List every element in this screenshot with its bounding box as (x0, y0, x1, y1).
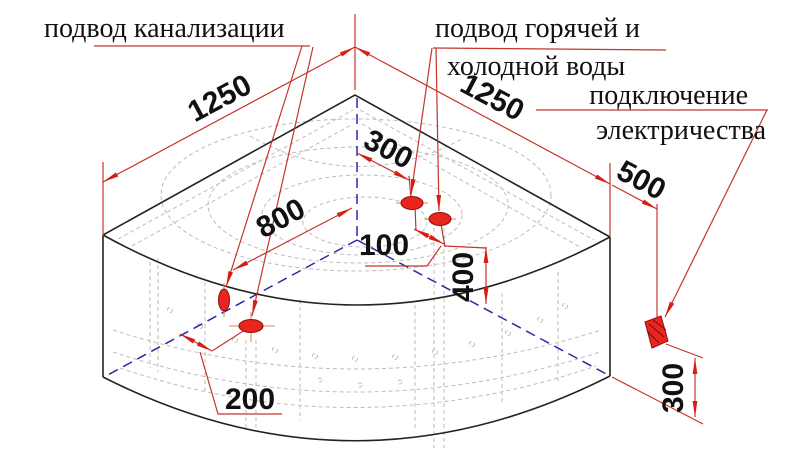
dim-300-water-line (356, 152, 410, 181)
dim-200-leader (199, 351, 282, 415)
water-leader-2 (435, 47, 442, 212)
electric-outlet (644, 315, 669, 349)
dim-500: 500 (611, 154, 671, 207)
dim-100-leader (365, 245, 442, 267)
cold-water-fitting (428, 212, 452, 226)
wall-floor-axes (103, 98, 611, 378)
electric-label-line1: подключение (589, 80, 748, 111)
sewer-fitting-floor (238, 319, 264, 333)
dim-1250-left-line (102, 46, 356, 183)
connection-fittings (218, 196, 669, 349)
leader-lines (94, 45, 768, 415)
dim-100-line (413, 228, 445, 245)
hidden-detail-lines (112, 109, 602, 448)
water-leader-1 (410, 47, 433, 196)
dim-400: 400 (447, 252, 480, 302)
electric-leader (664, 109, 768, 318)
sewer-leader-2 (251, 46, 314, 317)
dim-200: 200 (225, 383, 275, 416)
water-label-underline (432, 47, 667, 51)
electric-label-line2: электричества (596, 115, 766, 146)
dim-1250-right-line (354, 46, 611, 185)
sewer-label: подвод канализации (44, 13, 285, 44)
jet-holes (167, 303, 568, 388)
water-label-line2: холодной воды (447, 51, 625, 82)
dim-800: 800 (251, 192, 311, 245)
dimension-lines (102, 46, 698, 417)
sewer-fitting-vertical (218, 288, 230, 312)
dim-300-outlet: 300 (657, 363, 690, 413)
dim-800-line (232, 207, 353, 271)
hot-water-fitting (400, 196, 424, 210)
dim-100: 100 (359, 229, 409, 262)
extension-lines (102, 14, 704, 425)
water-label-line1: подвод горячей и (435, 13, 640, 44)
sewer-leader-1 (225, 45, 303, 288)
dim-300-water: 300 (358, 123, 418, 176)
dim-500-line (611, 184, 658, 210)
dim-200-line (179, 333, 213, 352)
